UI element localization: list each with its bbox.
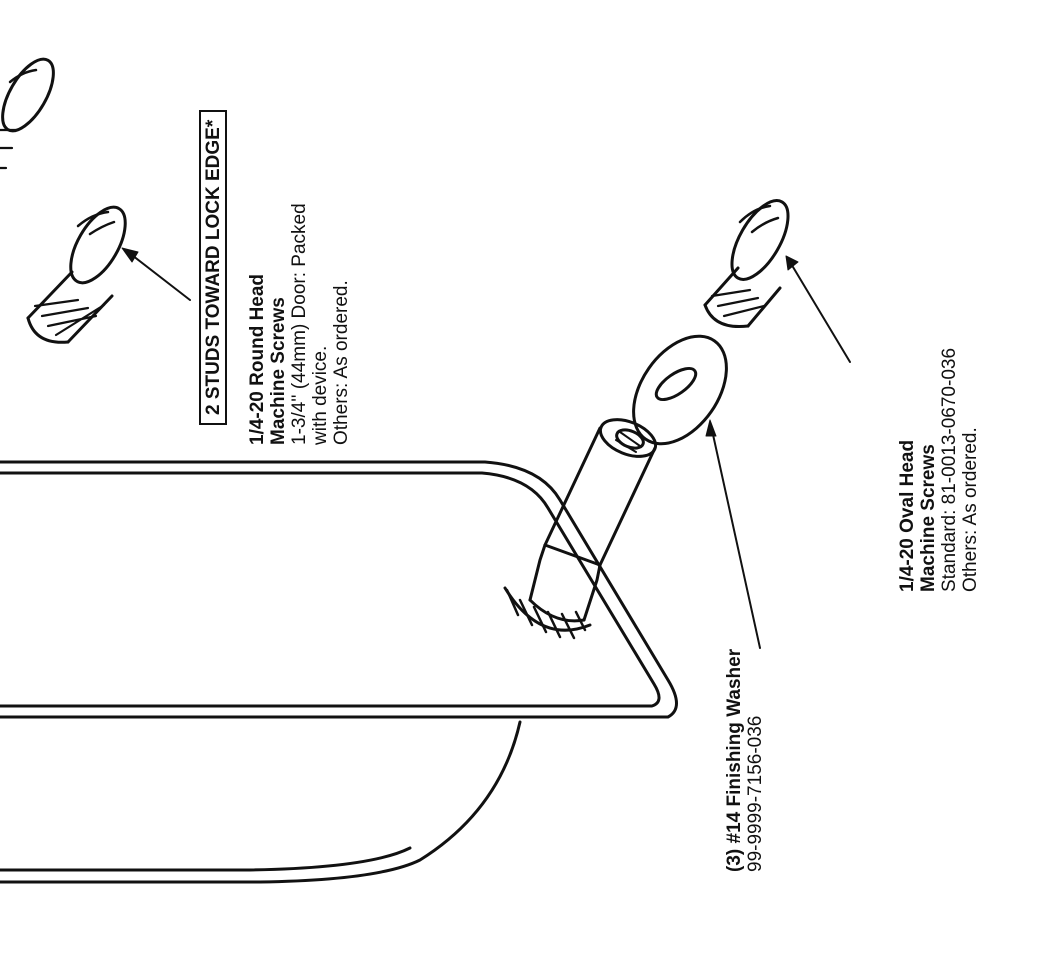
partial-screw-top [0, 57, 55, 170]
trim-plate-body [0, 720, 522, 884]
oval-head-title-2: Machine Screws [918, 444, 939, 592]
trim-plate-edge [0, 846, 412, 872]
round-head-line-2: with device. [310, 345, 331, 445]
oval-head-line-1: Standard: 81-0013-0670-036 [939, 347, 960, 592]
washer-callout: (3) #14 Finishing Washer 99-9999-7156-03… [724, 648, 766, 872]
finishing-washer [632, 334, 728, 446]
oval-head-leader [789, 261, 851, 363]
washer-title: (3) #14 Finishing Washer [724, 648, 745, 872]
round-head-title-1: 1/4-20 Round Head [247, 273, 268, 445]
round-head-arrow [121, 247, 139, 263]
washer-arrow [705, 419, 717, 437]
trim-plate-inner [0, 471, 661, 708]
washer-part-number: 99-9999-7156-036 [745, 715, 766, 872]
washer-leader [711, 429, 761, 649]
round-head-title-2: Machine Screws [268, 297, 289, 445]
threaded-stud [503, 418, 658, 640]
oval-head-screw [703, 199, 790, 329]
trim-plate-outer [0, 460, 678, 719]
round-head-callout: 1/4-20 Round Head Machine Screws 1-3/4''… [247, 203, 352, 445]
oval-head-line-2: Others: As ordered. [960, 427, 981, 592]
oval-head-title-1: 1/4-20 Oval Head [897, 439, 918, 592]
round-head-line-3: Others: As ordered. [331, 280, 352, 445]
round-head-line-1: 1-3/4'' (44mm) Door: Packed [289, 203, 310, 445]
oval-head-arrow [785, 255, 799, 271]
oval-head-callout: 1/4-20 Oval Head Machine Screws Standard… [897, 347, 981, 592]
round-head-screw [26, 205, 127, 344]
studs-note-label: 2 STUDS TOWARD LOCK EDGE* [199, 109, 227, 425]
round-head-leader [127, 251, 191, 301]
